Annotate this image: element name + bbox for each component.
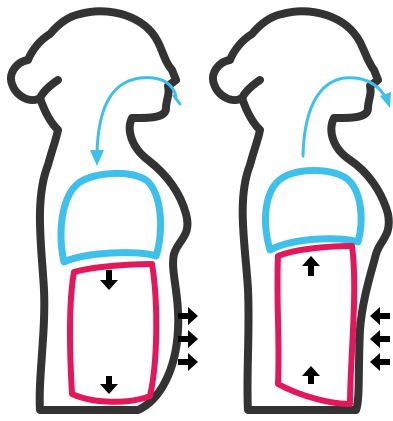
exhale-ponytail [242,80,260,98]
inhale-panel [11,11,198,410]
inhale-ponytail [40,80,58,98]
inhale-air-intake-mark [174,96,180,104]
exhale-abdomen [277,246,354,404]
exhale-airflow-arrowhead [380,92,391,108]
exhale-panel [213,11,391,410]
inhale-airflow-arrowhead [90,150,104,166]
inhale-side-arrow-3 [178,353,198,371]
exhale-diaphragm-arrow-top [302,256,320,276]
exhale-lung [266,171,362,251]
exhale-diaphragm-arrow-bottom [302,366,320,384]
inhale-diaphragm-arrow-top [100,270,118,290]
inhale-lung [61,173,161,262]
exhale-side-arrow-3 [370,353,390,371]
inhale-diaphragm-arrow-bottom [100,376,118,394]
exhale-side-arrow-1 [370,307,390,325]
exhale-side-arrow-2 [370,330,390,348]
